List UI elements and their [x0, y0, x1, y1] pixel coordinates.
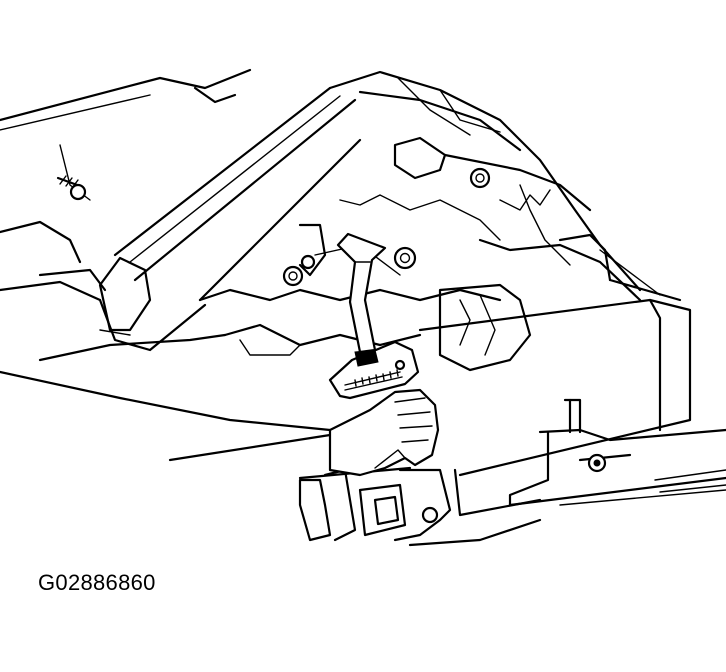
hand-icon	[328, 388, 440, 477]
exhaust-pipe	[0, 86, 362, 362]
body-panel	[0, 68, 252, 264]
crossmember-bracket	[418, 298, 726, 507]
body-frame-right	[599, 249, 682, 302]
bolt-icon	[282, 265, 304, 287]
bolt-icon	[393, 246, 417, 270]
figure-id-label: G02886860	[38, 570, 156, 595]
bolt-icon	[300, 254, 316, 270]
transmission-housing	[198, 70, 642, 372]
lower-bracket	[298, 468, 542, 547]
bolt-icon	[469, 167, 491, 189]
angle-gauge-tool-icon	[328, 232, 420, 400]
stud-bolt-icon	[56, 175, 87, 201]
